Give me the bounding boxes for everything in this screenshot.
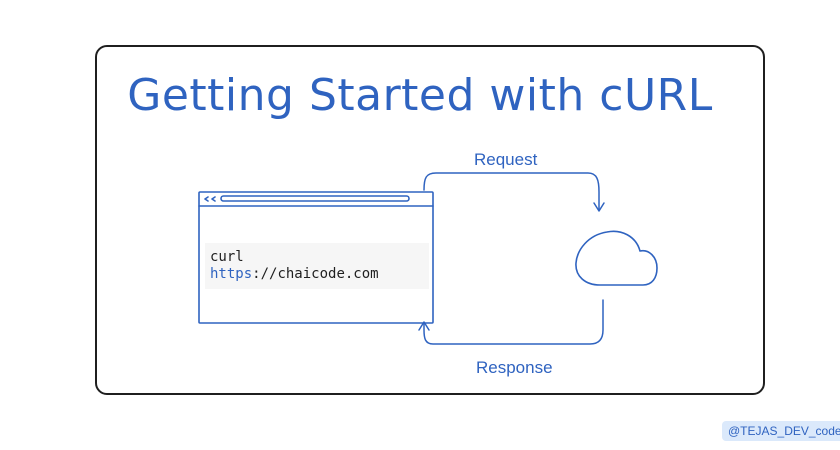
browser-window-icon: [198, 191, 434, 324]
response-arrow-icon: [418, 299, 604, 345]
url-protocol: https: [210, 266, 253, 282]
request-label: Request: [474, 150, 538, 169]
cloud-icon: [575, 230, 658, 286]
diagram-card: [95, 45, 765, 395]
request-arrow-icon: [423, 172, 605, 212]
response-label: Response: [476, 358, 553, 377]
author-handle: @TEJAS_DEV_code: [722, 421, 840, 441]
url-rest: ://chaicode.com: [252, 266, 379, 282]
curl-command: curl: [210, 249, 244, 265]
curl-url: https://chaicode.com: [210, 266, 429, 283]
page-title: Getting Started with cURL: [127, 70, 713, 121]
curl-command-block: curl https://chaicode.com: [205, 243, 429, 289]
